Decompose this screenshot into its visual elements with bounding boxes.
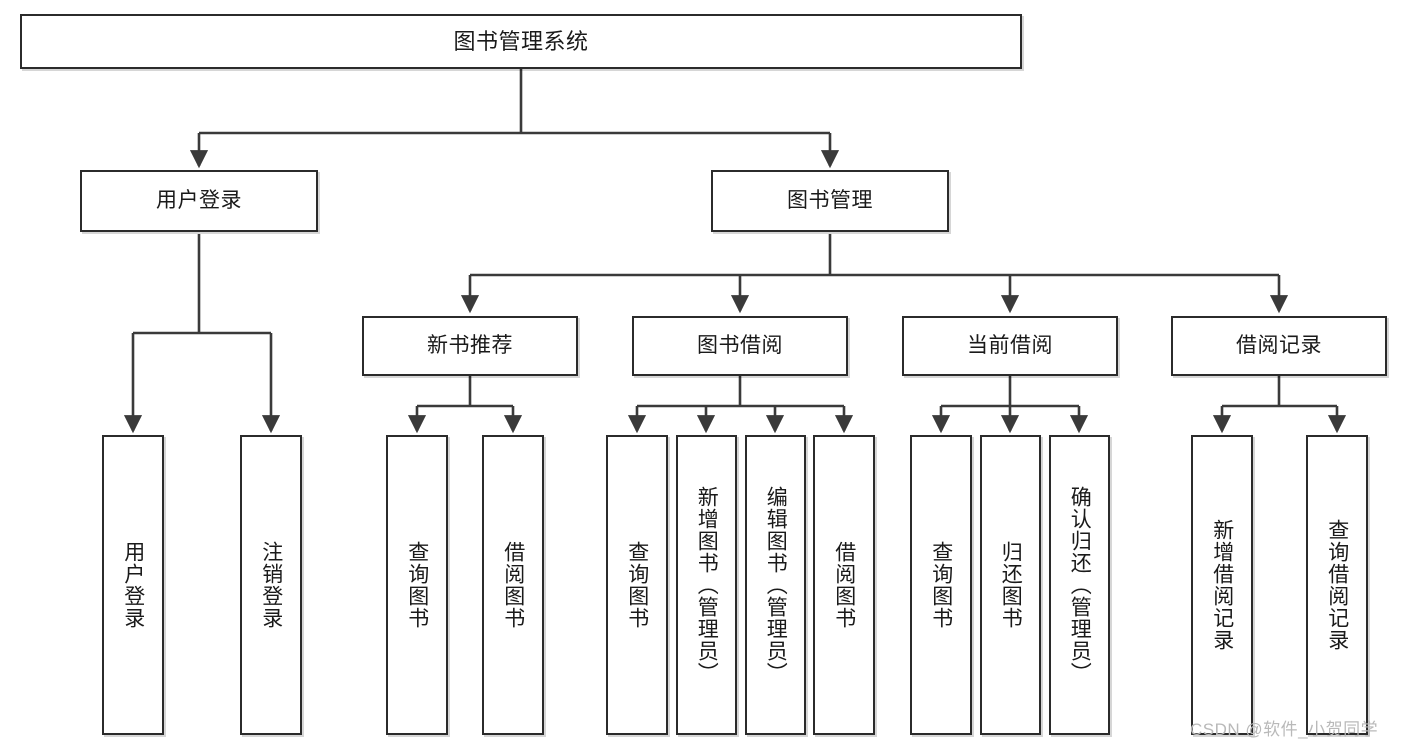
node-leaf-confirm-return[interactable]: 确认归还（管理员） bbox=[1049, 435, 1110, 735]
node-leaf-user-login-label: 用户登录 bbox=[121, 541, 145, 629]
node-leaf-return-book[interactable]: 归还图书 bbox=[980, 435, 1041, 735]
node-leaf-logout[interactable]: 注销登录 bbox=[240, 435, 302, 735]
node-new-book-recommend[interactable]: 新书推荐 bbox=[362, 316, 578, 376]
node-book-manage[interactable]: 图书管理 bbox=[711, 170, 949, 232]
node-leaf-borrow-book-a[interactable]: 借阅图书 bbox=[482, 435, 544, 735]
node-leaf-user-login[interactable]: 用户登录 bbox=[102, 435, 164, 735]
node-current-borrow-label: 当前借阅 bbox=[967, 333, 1053, 357]
node-leaf-borrow-book-b[interactable]: 借阅图书 bbox=[813, 435, 875, 735]
node-leaf-query-book-a[interactable]: 查询图书 bbox=[386, 435, 448, 735]
node-leaf-edit-book[interactable]: 编辑图书（管理员） bbox=[745, 435, 806, 735]
node-root-label: 图书管理系统 bbox=[453, 28, 589, 54]
node-leaf-query-book-b-label: 查询图书 bbox=[625, 541, 649, 629]
csdn-watermark: CSDN @软件_小贺同学 bbox=[1190, 720, 1379, 739]
node-leaf-confirm-return-label: 确认归还（管理员） bbox=[1068, 486, 1092, 684]
node-borrow-record-label: 借阅记录 bbox=[1236, 333, 1322, 357]
node-borrow-record[interactable]: 借阅记录 bbox=[1171, 316, 1387, 376]
node-book-borrow-label: 图书借阅 bbox=[697, 333, 783, 357]
node-leaf-edit-book-label: 编辑图书（管理员） bbox=[764, 486, 788, 684]
node-user-login[interactable]: 用户登录 bbox=[80, 170, 318, 232]
node-leaf-query-record-label: 查询借阅记录 bbox=[1325, 519, 1349, 651]
node-book-borrow[interactable]: 图书借阅 bbox=[632, 316, 848, 376]
node-leaf-return-book-label: 归还图书 bbox=[999, 541, 1023, 629]
node-root[interactable]: 图书管理系统 bbox=[20, 14, 1022, 69]
node-leaf-borrow-book-b-label: 借阅图书 bbox=[832, 541, 856, 629]
node-leaf-query-record[interactable]: 查询借阅记录 bbox=[1306, 435, 1368, 735]
node-leaf-query-book-c-label: 查询图书 bbox=[929, 541, 953, 629]
node-user-login-label: 用户登录 bbox=[156, 188, 242, 212]
node-leaf-borrow-book-a-label: 借阅图书 bbox=[501, 541, 525, 629]
node-leaf-add-book[interactable]: 新增图书（管理员） bbox=[676, 435, 737, 735]
node-leaf-query-book-a-label: 查询图书 bbox=[405, 541, 429, 629]
node-leaf-add-book-label: 新增图书（管理员） bbox=[695, 486, 719, 684]
node-current-borrow[interactable]: 当前借阅 bbox=[902, 316, 1118, 376]
node-leaf-add-record[interactable]: 新增借阅记录 bbox=[1191, 435, 1253, 735]
node-book-manage-label: 图书管理 bbox=[787, 188, 873, 212]
node-new-book-recommend-label: 新书推荐 bbox=[427, 333, 513, 357]
node-leaf-add-record-label: 新增借阅记录 bbox=[1210, 519, 1234, 651]
node-leaf-query-book-c[interactable]: 查询图书 bbox=[910, 435, 972, 735]
node-leaf-query-book-b[interactable]: 查询图书 bbox=[606, 435, 668, 735]
node-leaf-logout-label: 注销登录 bbox=[259, 541, 283, 629]
